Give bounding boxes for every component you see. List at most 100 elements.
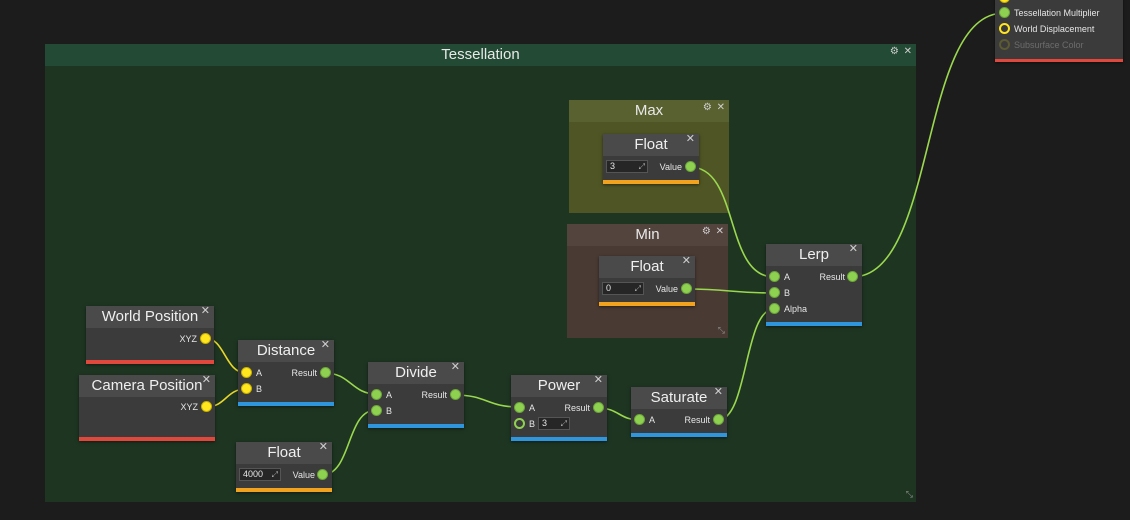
- output-pin-result[interactable]: [320, 367, 331, 378]
- value-input[interactable]: 3 ⤢: [606, 160, 648, 173]
- input-label-b: B: [256, 384, 263, 394]
- input-pin-b[interactable]: [371, 405, 382, 416]
- category-bar: [511, 437, 607, 441]
- node-title[interactable]: Distance: [238, 340, 334, 362]
- wire-lerp-to-tessellation[interactable]: [851, 12, 1005, 278]
- input-pin-b[interactable]: [769, 287, 780, 298]
- input-label-a: A: [256, 368, 263, 378]
- node-title[interactable]: Float: [603, 134, 699, 156]
- group-tessellation-header[interactable]: Tessellation: [45, 44, 916, 66]
- input-pin-b[interactable]: [514, 418, 525, 429]
- expand-icon[interactable]: ⤢: [634, 284, 641, 293]
- input-pin-a[interactable]: [514, 402, 525, 413]
- input-pin-a[interactable]: [634, 414, 645, 425]
- value-input[interactable]: 0 ⤢: [602, 282, 644, 295]
- category-bar: [238, 402, 334, 406]
- node-title[interactable]: Float: [599, 256, 695, 278]
- input-label-a: A: [529, 403, 536, 413]
- input-pin-a[interactable]: [241, 367, 252, 378]
- resize-handle-icon[interactable]: ⤡: [717, 325, 725, 335]
- input-label-world-displacement: World Displacement: [1014, 24, 1095, 34]
- node-title[interactable]: Lerp: [766, 244, 862, 266]
- input-pin-subsurface-color[interactable]: [999, 39, 1010, 50]
- input-pin-world-displacement[interactable]: [999, 23, 1010, 34]
- output-pin-xyz[interactable]: [200, 333, 211, 344]
- output-pin-result[interactable]: [593, 402, 604, 413]
- close-icon[interactable]: ✕: [848, 243, 858, 255]
- input-label-b: B: [386, 406, 393, 416]
- input-pin-a[interactable]: [769, 271, 780, 282]
- output-pin-result[interactable]: [713, 414, 724, 425]
- gear-icon[interactable]: ⚙: [889, 46, 900, 57]
- input-label-b: B: [529, 419, 536, 429]
- node-lerp[interactable]: Lerp ✕ A B Alpha Result: [766, 243, 862, 326]
- output-pin-result[interactable]: [450, 389, 461, 400]
- close-icon[interactable]: ✕: [685, 133, 695, 145]
- group-tessellation-controls: ⚙ ✕: [890, 46, 913, 57]
- b-value-input[interactable]: 3 ⤢: [538, 417, 570, 430]
- output-label: XYZ: [179, 334, 197, 344]
- close-icon[interactable]: ✕: [200, 305, 210, 317]
- close-icon[interactable]: ✕: [716, 102, 726, 113]
- node-title[interactable]: Float: [236, 442, 332, 464]
- value-input[interactable]: 4000 ⤢: [239, 468, 281, 481]
- close-icon[interactable]: ✕: [201, 374, 211, 386]
- node-divide[interactable]: Divide ✕ A B Result: [368, 361, 464, 428]
- output-pin-xyz[interactable]: [201, 401, 212, 412]
- close-icon[interactable]: ✕: [713, 386, 723, 398]
- resize-handle-icon[interactable]: ⤡: [905, 489, 913, 499]
- category-bar: [603, 180, 699, 184]
- node-material-output[interactable]: Tessellation Multiplier World Displaceme…: [995, 0, 1123, 62]
- input-pin-b[interactable]: [241, 383, 252, 394]
- input-pin-above[interactable]: [999, 0, 1010, 3]
- node-title[interactable]: Power: [511, 375, 607, 397]
- wire-divide-to-power-a[interactable]: [454, 394, 520, 408]
- close-icon[interactable]: ✕: [320, 339, 330, 351]
- close-icon[interactable]: ✕: [450, 361, 460, 373]
- wire-max-to-lerp-a[interactable]: [689, 166, 775, 278]
- input-pin-alpha[interactable]: [769, 303, 780, 314]
- close-icon[interactable]: ✕: [681, 255, 691, 267]
- close-icon[interactable]: ✕: [318, 441, 328, 453]
- output-label: XYZ: [180, 402, 198, 412]
- output-label: Result: [819, 272, 845, 282]
- node-world-position[interactable]: World Position ✕ XYZ: [86, 305, 214, 364]
- node-title[interactable]: Camera Position: [79, 375, 215, 397]
- output-pin-value[interactable]: [317, 469, 328, 480]
- close-icon[interactable]: ✕: [903, 46, 913, 57]
- b-value-text: 3: [542, 418, 548, 428]
- node-float-4000[interactable]: Float ✕ 4000 ⤢ Value: [236, 441, 332, 492]
- output-pin-value[interactable]: [681, 283, 692, 294]
- node-float-min[interactable]: Float ✕ 0 ⤢ Value: [599, 255, 695, 306]
- expand-icon[interactable]: ⤢: [560, 419, 567, 428]
- gear-icon[interactable]: ⚙: [701, 226, 712, 237]
- node-title[interactable]: Saturate: [631, 387, 727, 409]
- node-title[interactable]: World Position: [86, 306, 214, 328]
- node-power[interactable]: Power ✕ A B 3 ⤢ Result: [511, 374, 607, 441]
- input-label-tessellation-multiplier: Tessellation Multiplier: [1014, 8, 1100, 18]
- input-pin-a[interactable]: [371, 389, 382, 400]
- input-label-a: A: [386, 390, 393, 400]
- value-text: 0: [606, 283, 612, 293]
- input-label-subsurface-color: Subsurface Color: [1014, 40, 1084, 50]
- node-distance[interactable]: Distance ✕ A B Result: [238, 339, 334, 406]
- output-pin-value[interactable]: [685, 161, 696, 172]
- group-max-header[interactable]: Max: [569, 100, 729, 122]
- input-pin-tessellation-multiplier[interactable]: [999, 7, 1010, 18]
- group-min-header[interactable]: Min: [567, 224, 728, 246]
- expand-icon[interactable]: ⤢: [638, 162, 645, 171]
- output-pin-result[interactable]: [847, 271, 858, 282]
- close-icon[interactable]: ✕: [593, 374, 603, 386]
- close-icon[interactable]: ✕: [715, 226, 725, 237]
- wire-saturate-to-lerp-alpha[interactable]: [717, 308, 775, 421]
- node-saturate[interactable]: Saturate ✕ A Result: [631, 386, 727, 437]
- expand-icon[interactable]: ⤢: [271, 470, 278, 479]
- node-float-max[interactable]: Float ✕ 3 ⤢ Value: [603, 133, 699, 184]
- node-title[interactable]: Divide: [368, 362, 464, 384]
- group-min-title: Min: [635, 226, 660, 243]
- gear-icon[interactable]: ⚙: [702, 102, 713, 113]
- wire-min-to-lerp-b[interactable]: [685, 288, 775, 294]
- category-bar: [631, 433, 727, 437]
- node-camera-position[interactable]: Camera Position ✕ XYZ: [79, 374, 215, 441]
